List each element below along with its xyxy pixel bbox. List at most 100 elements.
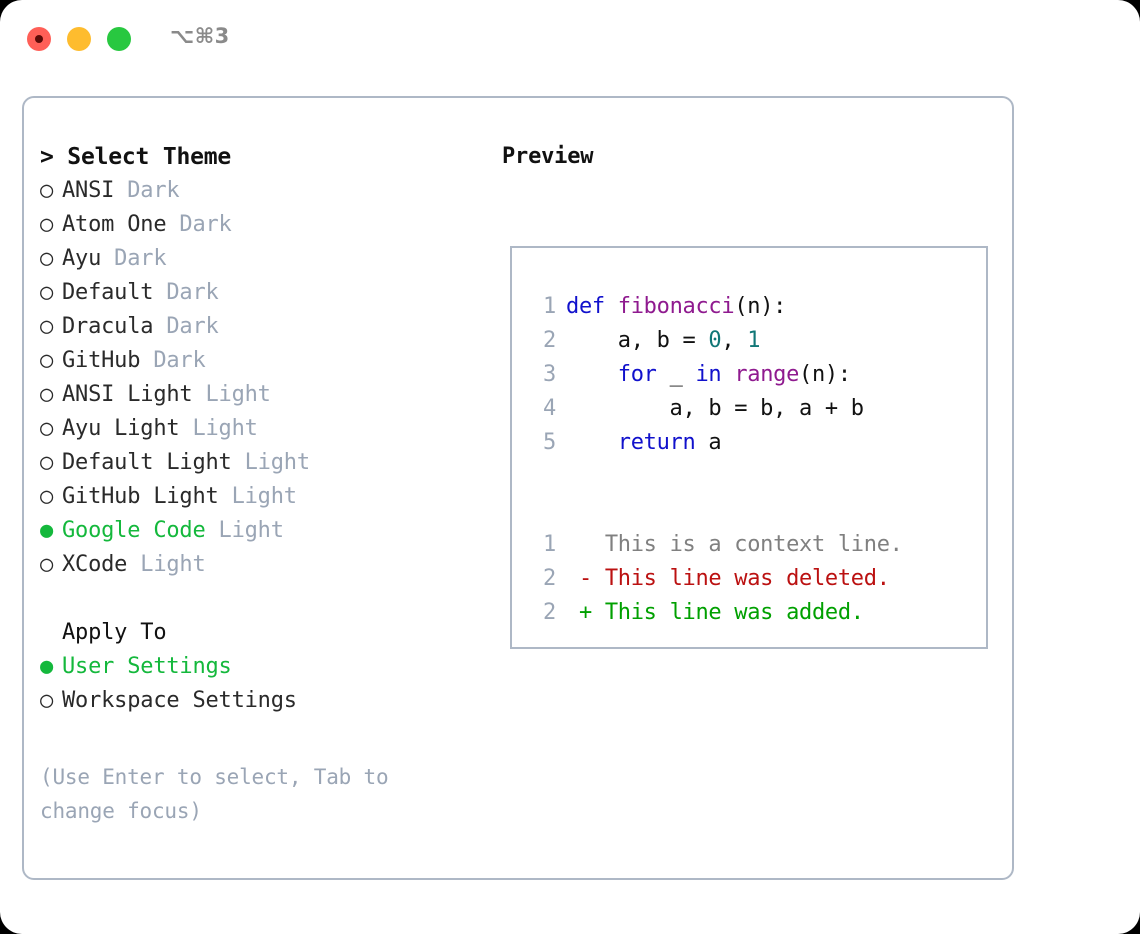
theme-mode-badge: Dark	[166, 212, 232, 237]
code-token: (n):	[734, 294, 787, 319]
line-number: 3	[543, 362, 556, 387]
theme-mode-badge: Dark	[101, 246, 167, 271]
radio-unselected-icon: ○	[40, 382, 54, 407]
theme-name: Ayu	[62, 246, 102, 271]
apply-to-list: ●User Settings ○ Workspace Settings	[40, 650, 480, 718]
theme-name: Default Light	[62, 450, 232, 475]
hint-text: (Use Enter to select, Tab to change focu…	[40, 765, 389, 823]
code-token: 1	[747, 328, 761, 353]
apply-to-label: Apply To	[62, 620, 167, 645]
radio-unselected-icon: ○	[40, 178, 54, 203]
diff-text: This line was added.	[604, 600, 864, 625]
code-token: a, b =	[566, 328, 709, 353]
theme-list-item[interactable]: ○ Default Light Light	[40, 446, 480, 480]
code-token	[721, 362, 734, 387]
maximize-window-button[interactable]	[107, 27, 131, 51]
theme-list-item[interactable]: ○XCode Light	[40, 548, 480, 582]
radio-unselected-icon: ○	[40, 246, 54, 271]
line-number: 1	[543, 294, 556, 319]
theme-list-item[interactable]: ○Atom One Dark	[40, 208, 480, 242]
page-title-text: Select Theme	[67, 144, 232, 170]
apply-to-option[interactable]: ●User Settings	[40, 650, 480, 684]
code-token: 0	[708, 328, 722, 353]
diff-text: This line was deleted.	[604, 566, 890, 591]
radio-unselected-icon: ○	[40, 552, 54, 577]
code-token: def	[566, 294, 605, 319]
radio-unselected-icon: ○	[40, 314, 54, 339]
theme-list-item[interactable]: ○ GitHub Light Light	[40, 480, 480, 514]
diff-line: 1 This is a context line.	[530, 528, 980, 562]
theme-list-item[interactable]: ○ ANSI Light Light	[40, 378, 480, 412]
radio-unselected-icon: ○	[40, 450, 54, 475]
theme-mode-badge: Dark	[114, 178, 180, 203]
theme-list: ○ANSI Dark○Atom One Dark○Ayu Dark○Defaul…	[40, 174, 480, 582]
theme-list-item[interactable]: ○Ayu Light Light	[40, 412, 480, 446]
code-token: range	[734, 362, 800, 387]
radio-unselected-icon: ○	[40, 348, 54, 373]
theme-list-item[interactable]: ○Default Dark	[40, 276, 480, 310]
line-number: 2	[543, 328, 556, 353]
code-blank-line	[530, 494, 980, 528]
theme-picker-column: > Select Theme ○ANSI Dark○Atom One Dark○…	[40, 140, 480, 718]
keyboard-shortcut-label: ⌥⌘3	[170, 24, 230, 48]
code-line: 4 a, b = b, a + b	[530, 392, 980, 426]
line-number: 2	[543, 600, 556, 625]
theme-list-item[interactable]: ○ Ayu Dark	[40, 242, 480, 276]
code-line: 2 a, b = 0, 1	[530, 324, 980, 358]
theme-name: Default	[62, 280, 154, 305]
apply-to-option[interactable]: ○ Workspace Settings	[40, 684, 480, 718]
prompt-caret: >	[40, 144, 68, 170]
radio-selected-icon: ●	[40, 518, 54, 543]
list-spacer	[40, 582, 480, 616]
theme-name: ANSI Light	[62, 382, 193, 407]
code-line: 1 def fibonacci(n):	[530, 290, 980, 324]
code-token: fibonacci	[617, 294, 735, 319]
theme-mode-badge: Light	[231, 450, 310, 475]
theme-list-item[interactable]: ○GitHub Dark	[40, 344, 480, 378]
theme-mode-badge: Light	[205, 518, 284, 543]
code-token: a	[695, 430, 722, 455]
diff-marker: -	[566, 566, 605, 591]
line-number: 4	[543, 396, 556, 421]
code-line: 3 for _ in range(n):	[530, 358, 980, 392]
code-token: _	[656, 362, 696, 387]
theme-list-item[interactable]: ○ Dracula Dark	[40, 310, 480, 344]
preview-title: Preview	[502, 144, 594, 169]
close-icon	[35, 35, 43, 43]
code-token: (n):	[799, 362, 851, 387]
theme-list-item[interactable]: ●Google Code Light	[40, 514, 480, 548]
radio-unselected-icon: ○	[40, 484, 54, 509]
line-number: 1	[543, 532, 556, 557]
theme-name: Ayu Light	[62, 416, 180, 441]
diff-line: 2 - This line was deleted.	[530, 562, 980, 596]
radio-unselected-icon: ○	[40, 416, 54, 441]
title-bar: ⌥⌘3	[0, 0, 1140, 78]
code-token: return	[617, 430, 696, 455]
theme-mode-badge: Light	[192, 382, 271, 407]
minimize-window-button[interactable]	[67, 27, 91, 51]
theme-mode-badge: Dark	[153, 314, 219, 339]
line-number: 2	[543, 566, 556, 591]
diff-marker: +	[566, 600, 605, 625]
theme-name: XCode	[62, 552, 128, 577]
code-token: a, b = b, a + b	[566, 396, 865, 421]
radio-unselected-icon: ○	[40, 688, 54, 713]
diff-marker	[566, 532, 605, 557]
apply-to-option-label: Workspace Settings	[62, 688, 297, 713]
code-token: in	[695, 362, 722, 387]
theme-list-item[interactable]: ○ANSI Dark	[40, 174, 480, 208]
theme-name: Atom One	[62, 212, 167, 237]
code-line: 5 return a	[530, 426, 980, 460]
code-token: for	[617, 362, 657, 387]
page-title: > Select Theme	[40, 140, 480, 174]
theme-mode-badge: Dark	[153, 280, 219, 305]
code-token	[566, 430, 618, 455]
theme-name: GitHub Light	[62, 484, 219, 509]
code-token	[566, 362, 618, 387]
theme-mode-badge: Light	[218, 484, 297, 509]
line-number: 5	[543, 430, 556, 455]
theme-name: Dracula	[62, 314, 154, 339]
